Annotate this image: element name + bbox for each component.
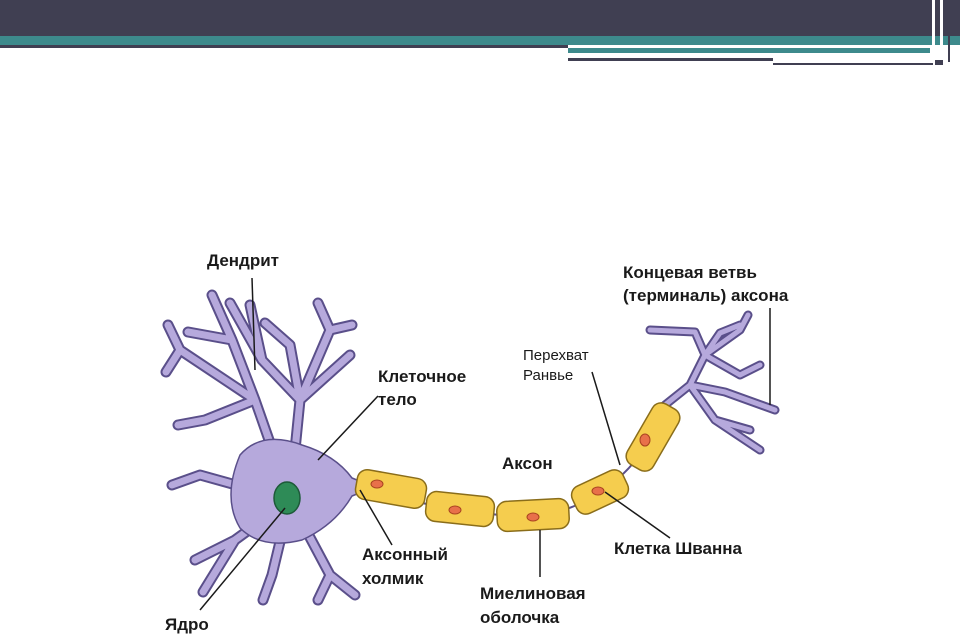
- header-band: [0, 0, 960, 36]
- label-terminal-line2: (терминаль) аксона: [623, 286, 789, 305]
- corner-stripe-3: [948, 0, 950, 62]
- corner-mark: [935, 60, 943, 65]
- label-axon: Аксон: [502, 454, 553, 473]
- corner-stripe-2: [940, 0, 943, 60]
- leader-nucleus: [199, 507, 286, 611]
- label-schwann-cell: Клетка Шванна: [614, 539, 742, 558]
- corner-stripe-1: [932, 0, 935, 60]
- schwann-nuclei: [370, 433, 651, 522]
- label-myelin-line2: оболочка: [480, 608, 560, 627]
- leader-schwann: [604, 491, 671, 539]
- nucleus-shape: [273, 481, 301, 515]
- axon-terminals: [645, 310, 780, 455]
- header-divider-right-thin: [773, 63, 933, 65]
- header-divider-left: [0, 45, 568, 48]
- header-divider-right: [568, 58, 773, 61]
- leader-hillock: [359, 489, 393, 546]
- myelin-segment: [354, 468, 428, 510]
- header-accent-right: [568, 48, 930, 53]
- leader-ranvier: [591, 371, 621, 466]
- neuron-drawing: [160, 289, 780, 606]
- label-hillock-line2: холмик: [362, 569, 424, 588]
- leader-dendrite: [251, 277, 256, 371]
- label-terminal-line1: Концевая ветвь: [623, 263, 757, 282]
- dendrites: [160, 289, 361, 606]
- label-nucleus: Ядро: [165, 615, 209, 634]
- label-hillock-line1: Аксонный: [362, 545, 448, 564]
- label-ranvier-line2: Ранвье: [523, 367, 574, 384]
- label-cell-body-line2: тело: [378, 390, 417, 409]
- myelin-segment: [625, 402, 681, 472]
- label-myelin-line1: Миелиновая: [480, 584, 586, 603]
- leader-lines: [199, 277, 771, 611]
- label-ranvier-line1: Перехват: [523, 347, 589, 364]
- leader-cell-body: [317, 395, 379, 461]
- label-dendrite: Дендрит: [207, 251, 279, 270]
- header-accent-line: [0, 36, 960, 45]
- label-cell-body-line1: Клеточное: [378, 367, 467, 386]
